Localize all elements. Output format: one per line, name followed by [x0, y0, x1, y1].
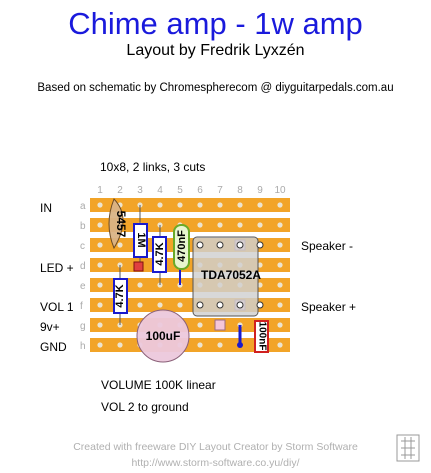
capacitor-470nf	[173, 224, 190, 270]
board-hole	[97, 222, 103, 228]
resistor-4k7-upper-label: 4.7K	[154, 242, 166, 265]
board-hole	[257, 202, 263, 208]
led-connection-marker	[133, 261, 144, 272]
footer-credit: Created with freeware DIY Layout Creator…	[73, 441, 358, 453]
label-gnd: GND	[40, 340, 67, 354]
resistor-4k7-lower	[113, 278, 128, 314]
strip-cut	[214, 319, 226, 331]
column-label: 9	[257, 185, 263, 196]
board-hole	[97, 302, 103, 308]
board-hole	[97, 342, 103, 348]
column-label: 4	[157, 185, 163, 196]
board-hole	[237, 202, 243, 208]
capacitor-470nf-label: 470nF	[176, 230, 188, 262]
capacitor-100nf	[254, 320, 269, 353]
board-hole	[197, 342, 203, 348]
board-hole	[97, 202, 103, 208]
column-label: 3	[137, 185, 143, 196]
row-label: e	[80, 281, 86, 292]
board-hole	[277, 322, 283, 328]
row-label: f	[80, 301, 83, 312]
board-hole	[97, 262, 103, 268]
board-hole	[137, 302, 143, 308]
page-subtitle: Layout by Fredrik Lyxzén	[126, 42, 305, 59]
capacitor-100uf-label: 100uF	[146, 329, 181, 343]
row-label: d	[80, 261, 86, 272]
board-info: 10x8, 2 links, 3 cuts	[100, 160, 206, 174]
board-hole	[197, 202, 203, 208]
board-hole	[97, 322, 103, 328]
board-hole	[277, 202, 283, 208]
resistor-4k7-upper	[152, 236, 167, 273]
capacitor-100uf	[136, 309, 190, 363]
row-label: b	[80, 221, 86, 232]
board-hole	[277, 242, 283, 248]
schematic-credit: Based on schematic by Chromespherecom @ …	[37, 82, 394, 94]
board-hole	[257, 222, 263, 228]
column-label: 2	[117, 185, 123, 196]
resistor-1m-label: 1M	[135, 232, 147, 247]
board-hole	[277, 342, 283, 348]
column-label: 6	[197, 185, 203, 196]
board-hole	[277, 262, 283, 268]
board-hole	[197, 322, 203, 328]
column-label: 1	[97, 185, 103, 196]
board-hole	[217, 342, 223, 348]
board-hole	[197, 222, 203, 228]
board-hole	[237, 222, 243, 228]
board-hole	[277, 302, 283, 308]
row-label: a	[80, 201, 86, 212]
transistor-label: 5457	[114, 211, 128, 238]
row-label: g	[80, 321, 86, 332]
row-label: h	[80, 341, 86, 352]
label-vol-1: VOL 1	[40, 300, 74, 314]
label-speaker-plus: Speaker +	[301, 300, 357, 314]
column-label: 10	[274, 185, 286, 196]
board-hole	[157, 302, 163, 308]
label-9v-plus: 9v+	[40, 320, 60, 334]
board-hole	[177, 202, 183, 208]
board-hole	[97, 282, 103, 288]
label-led-plus: LED +	[40, 261, 74, 275]
resistor-4k7-lower-label: 4.7K	[114, 284, 126, 307]
board-hole	[117, 242, 123, 248]
page-title: Chime amp - 1w amp	[68, 6, 363, 41]
column-labels: 1 2 3 4 5 6 7 8 9 10	[97, 185, 286, 196]
resistor-1m	[133, 223, 148, 258]
wire-end	[237, 342, 243, 348]
column-label: 5	[177, 185, 183, 196]
transistor-5457	[108, 198, 124, 250]
ic-tda7052a	[192, 236, 259, 317]
label-in: IN	[40, 201, 52, 215]
ic-label: TDA7052A	[201, 268, 261, 282]
label-speaker-minus: Speaker -	[301, 239, 354, 253]
board-hole	[217, 202, 223, 208]
note-vol2: VOL 2 to ground	[101, 400, 189, 414]
board-hole	[217, 222, 223, 228]
board-hole	[117, 342, 123, 348]
board-hole	[137, 282, 143, 288]
row-label: c	[80, 241, 85, 252]
board-hole	[277, 222, 283, 228]
board-hole	[257, 282, 263, 288]
board-hole	[157, 202, 163, 208]
board-hole	[177, 302, 183, 308]
board-hole	[97, 242, 103, 248]
capacitor-100nf-label: 100nF	[257, 322, 268, 351]
diy-logo-icon	[396, 434, 420, 462]
column-label: 8	[237, 185, 243, 196]
board-hole	[257, 262, 263, 268]
footer-url: http://www.storm-software.co.yu/diy/	[131, 457, 300, 469]
note-volume: VOLUME 100K linear	[101, 378, 216, 392]
column-label: 7	[217, 185, 223, 196]
board-hole	[277, 282, 283, 288]
